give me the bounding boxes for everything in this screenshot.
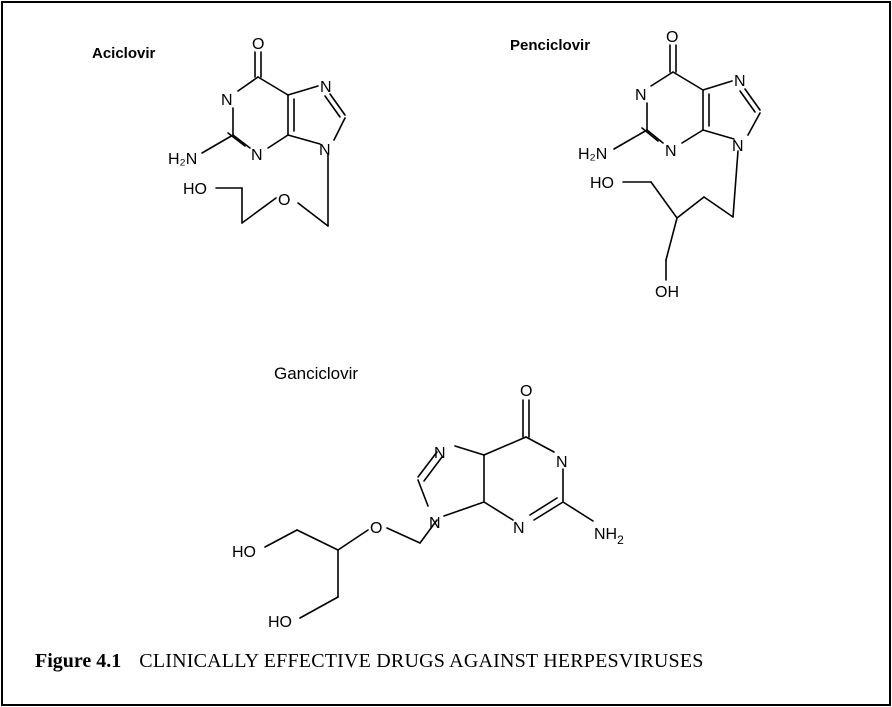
ganciclovir-bonds <box>264 399 594 619</box>
ganciclovir-atom-o-ether: O <box>370 520 382 537</box>
aciclovir-atom-ho: HO <box>183 181 207 198</box>
penciclovir-atom-n7: N <box>734 73 746 90</box>
penciclovir-atom-n1: N <box>635 87 647 104</box>
penciclovir-atom-nh2: H₂N <box>578 146 607 163</box>
penciclovir-atom-n9: N <box>732 138 744 155</box>
ganciclovir-title: Ganciclovir <box>274 364 358 383</box>
penciclovir-atom-ho-top: HO <box>590 175 614 192</box>
ganciclovir-atom-o-carbonyl: O <box>520 383 532 400</box>
penciclovir-title: Penciclovir <box>510 37 590 54</box>
aciclovir-atom-o-ether: O <box>278 192 290 209</box>
figure-number: Figure 4.1 <box>35 650 122 672</box>
ganciclovir-atom-n1: N <box>556 454 568 471</box>
aciclovir-atom-o-carbonyl: O <box>252 36 264 53</box>
aciclovir-bonds <box>201 51 346 227</box>
aciclovir-atom-n1: N <box>221 92 233 109</box>
ganciclovir-structure: Ganciclovir <box>232 364 624 631</box>
aciclovir-title: Aciclovir <box>92 45 156 62</box>
figure-caption-text: CLINICALLY EFFECTIVE DRUGS AGAINST HERPE… <box>139 650 704 672</box>
ganciclovir-atom-n3: N <box>513 520 525 537</box>
aciclovir-atom-n9: N <box>319 142 331 159</box>
penciclovir-bonds <box>613 44 761 281</box>
ganciclovir-atom-n9: N <box>429 515 441 532</box>
ganciclovir-atom-ho-bottom: HO <box>268 614 292 631</box>
ganciclovir-atom-ho-top: HO <box>232 544 256 561</box>
penciclovir-structure: Penciclovir <box>510 29 761 301</box>
aciclovir-structure: Aciclovir <box>92 36 346 227</box>
aciclovir-atom-n3: N <box>251 147 263 164</box>
ganciclovir-atom-nh2: NH2 <box>594 526 624 547</box>
aciclovir-atom-n7: N <box>320 79 332 96</box>
penciclovir-atom-o-carbonyl: O <box>666 29 678 46</box>
figure-caption: Figure 4.1 CLINICALLY EFFECTIVE DRUGS AGA… <box>35 650 704 673</box>
penciclovir-atom-n3: N <box>665 143 677 160</box>
aciclovir-atom-nh2: H₂N <box>168 151 197 168</box>
ganciclovir-atom-n7: N <box>434 445 446 462</box>
penciclovir-atom-oh-bottom: OH <box>655 284 679 301</box>
